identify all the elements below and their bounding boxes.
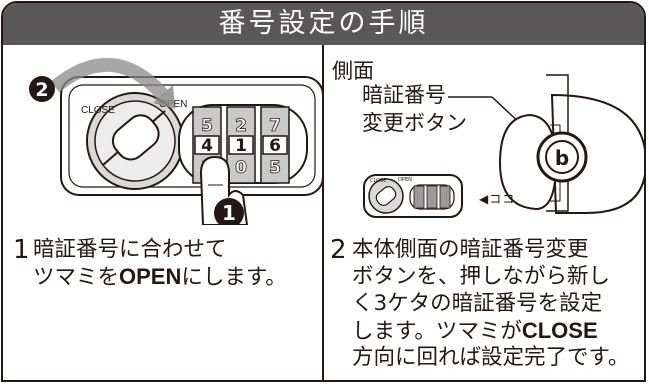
- svg-text:0: 0: [235, 158, 247, 178]
- badge-two: 2: [35, 79, 48, 101]
- koko-pointer: ◀ココ: [479, 192, 516, 206]
- callout-line1: 暗証番号: [362, 83, 446, 107]
- svg-text:5: 5: [201, 116, 213, 136]
- svg-text:7: 7: [269, 116, 281, 136]
- step1-text-line2: ツマミをOPENにします。: [33, 264, 287, 290]
- side-view-illustration: b CLOSE OPEN: [363, 74, 644, 218]
- panel-divider: [322, 45, 324, 380]
- svg-text:4: 4: [201, 136, 213, 156]
- step1-panel: CLOSE OPEN 2 5 4 3 2 1: [3, 45, 322, 380]
- step1-number: 1: [13, 235, 30, 265]
- step1-text-line1: 暗証番号に合わせて: [33, 237, 227, 262]
- badge-one: 1: [222, 201, 236, 225]
- lock-close-label: CLOSE: [81, 105, 115, 116]
- step2-text-line2: ボタンを、押しながら新し: [352, 264, 611, 289]
- card-header: 番号設定の手順: [3, 3, 644, 45]
- step2-text-line5: 方向に回れば設定完了です。: [352, 345, 630, 370]
- change-button-callout: 暗証番号 変更ボタン: [362, 81, 467, 137]
- svg-text:OPEN: OPEN: [398, 177, 412, 183]
- step2-panel: 側面 暗証番号 変更ボタン b CLOSE OPEN: [324, 45, 644, 380]
- lock-illustration: CLOSE OPEN 2 5 4 3 2 1: [29, 58, 322, 225]
- svg-text:5: 5: [269, 158, 281, 178]
- step2-number: 2: [330, 235, 347, 265]
- svg-text:2: 2: [235, 116, 247, 136]
- callout-line2: 変更ボタン: [362, 111, 467, 135]
- step2-text-line4: します。ツマミがCLOSE: [352, 318, 598, 344]
- svg-text:CLOSE: CLOSE: [370, 178, 386, 184]
- step2-text-line3: く3ケタの暗証番号を設定: [352, 291, 603, 316]
- step2-text-line1: 本体側面の暗証番号変更: [352, 237, 589, 262]
- side-view-label: 側面: [332, 59, 374, 83]
- svg-text:1: 1: [235, 136, 247, 156]
- card-title: 番号設定の手順: [218, 8, 429, 39]
- svg-text:6: 6: [269, 136, 281, 156]
- svg-text:b: b: [555, 146, 569, 170]
